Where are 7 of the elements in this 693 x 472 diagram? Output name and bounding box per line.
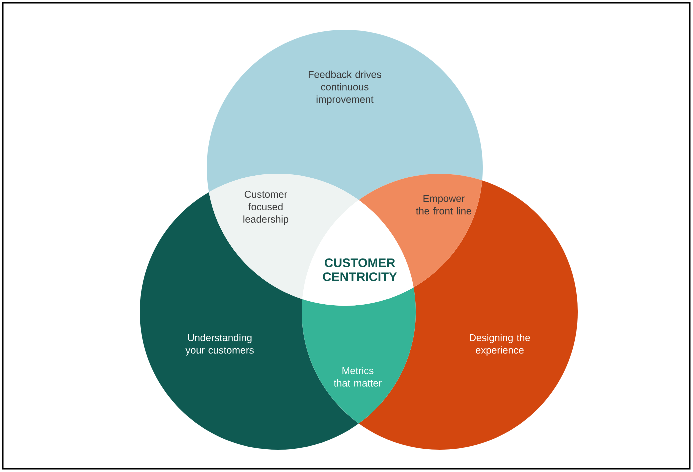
region-label: Customer focused leadership — [244, 191, 289, 225]
region-label: Feedback drives continuous improvement — [309, 70, 382, 106]
region-label: Metrics that matter — [334, 367, 382, 387]
region-label: Designing the experience — [470, 334, 530, 356]
region-label: Empower the front line — [416, 195, 472, 215]
center-label: CUSTOMER CENTRICITY — [323, 258, 398, 282]
region-label: Understanding your customers — [186, 334, 254, 356]
